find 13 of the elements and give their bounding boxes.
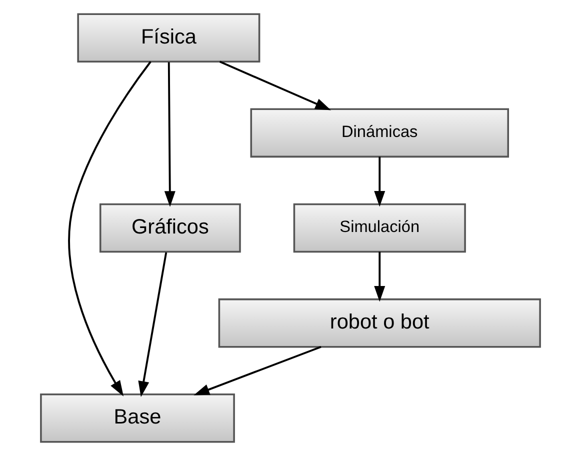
node-box: Dinámicas [250, 108, 510, 158]
node-box: Base [40, 393, 235, 443]
node-box: Simulación [293, 203, 466, 253]
node-box: Gráficos [99, 203, 241, 253]
arrow [164, 62, 176, 207]
arrow [194, 346, 322, 396]
arrow [374, 156, 386, 207]
arrow [374, 252, 386, 302]
arrow [138, 252, 168, 397]
arrow [68, 61, 152, 396]
node-box: Física [77, 13, 260, 63]
node-box: robot o bot [218, 298, 541, 348]
arrow [219, 60, 331, 110]
